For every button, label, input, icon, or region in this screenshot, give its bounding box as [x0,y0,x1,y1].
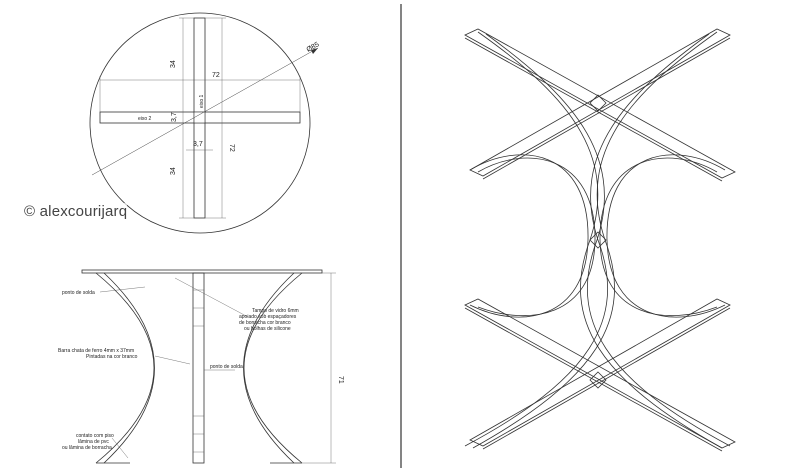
bar-axis-2 [99,111,301,124]
left-leg-arc [95,272,155,464]
dimension-3-7-lower: 3,7 [193,141,203,148]
glass-note-line-1: Tampo de vidro 6mm [252,308,299,314]
glass-note-line-4: ou bolhas de silicone [244,326,291,332]
dimension-34-bottom: 34 [170,167,177,175]
dimension-72-right: 72 [228,144,235,152]
glass-note-line-2: apoiado sob espaçadores [239,314,297,320]
diameter-dimension-line [91,47,319,176]
glass-note-line-3: de borracha cor branco [239,320,291,326]
height-label: 71 [337,376,344,384]
dimension-34-top: 34 [170,60,177,68]
contact-note-line-1: contato com piso [76,433,114,439]
axis-1-label: eixo 1 [199,94,205,108]
dimension-72-top: 72 [212,72,220,79]
iso-right-arcs [464,31,726,449]
axis-2-label: eixo 2 [138,116,152,122]
iso-top-bars [464,28,736,182]
glass-top [81,269,323,274]
solder-point-mid-note: ponto de solda [210,364,243,370]
iso-bottom-bars [464,298,736,452]
bar-axis-1 [193,17,206,219]
plan-view: Ø85 72 34 3,7 72 3,7 34 eixo 1 eixo 2 [89,12,321,234]
table-top-circle [89,12,311,234]
bar-note-line-1: Barra chata de ferro 4mm x 37mm [58,348,134,354]
isometric-view [464,28,736,452]
solder-point-top-note: ponto de solda [62,290,95,296]
right-leg-arc [243,272,303,464]
bar-note-line-2: Pintadas na cor branco [86,354,138,360]
elevation-view: 71 ponto de solda Tampo de vidro 6mm apo… [58,269,344,464]
center-post [192,272,205,464]
watermark-text: © alexcourijarq [24,203,128,220]
contact-note-line-2: lâmina de pvc [78,439,109,445]
dimension-3-7-center: 3,7 [171,112,178,122]
iso-center-joint [589,231,607,249]
contact-note-line-3: ou lâmina de borracha [62,445,112,451]
